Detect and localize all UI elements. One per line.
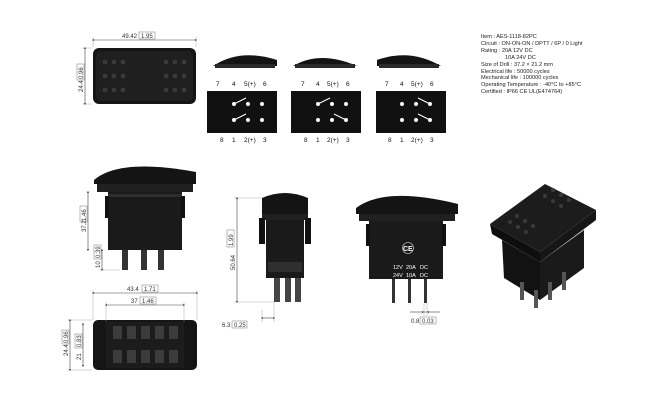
ce-mark: CE <box>403 246 413 253</box>
dim-terminal-length: 10 <box>96 261 102 268</box>
pin-bottom-2: 2(+) <box>411 137 423 144</box>
position-view-1: 7 4 5(+) 6 8 1 2(+) 3 <box>207 55 277 144</box>
label-20a: 20A <box>406 265 416 271</box>
dim-side-height-in: 1.46 <box>82 209 88 221</box>
spec-circuit: Circuit : ON-ON-ON / DPTT / 6P / 0 Light <box>481 40 583 47</box>
front-view: 50.64 1.99 6.3 0.25 <box>222 193 311 329</box>
pin-top-7: 7 <box>216 81 220 88</box>
pin-bottom-1: 1 <box>316 137 320 144</box>
dim-bottom-inner-height-in: 0.83 <box>77 335 83 347</box>
spec-mechanical-life: Mechanical life : 100000 cycles <box>481 75 559 82</box>
pin-top-5: 5(+) <box>327 81 339 88</box>
labeled-side-view: CE 12V 20A DC 24V 10A DC 0.8 0.03 <box>356 195 458 325</box>
side-view: 37.2 1.46 10 0.39 <box>79 166 196 272</box>
pin-top-6: 6 <box>263 81 267 88</box>
pin-top-7: 7 <box>301 81 305 88</box>
label-12v: 12V <box>393 265 403 271</box>
pin-top-6: 6 <box>346 81 350 88</box>
pin-top-4: 4 <box>232 81 236 88</box>
pin-top-5: 5(+) <box>411 81 423 88</box>
dim-bottom-height: 24.4 <box>64 344 70 356</box>
dim-bottom-width-in: 1.71 <box>144 287 156 293</box>
pin-bottom-2: 2(+) <box>327 137 339 144</box>
dim-top-height: 24.4 <box>79 80 85 92</box>
pin-top-4: 4 <box>316 81 320 88</box>
dim-terminal-length-in: 0.39 <box>96 246 102 258</box>
pin-bottom-3: 3 <box>346 137 350 144</box>
pin-bottom-1: 1 <box>400 137 404 144</box>
position-view-2: 7 4 5(+) 6 8 1 2(+) 3 <box>291 58 361 144</box>
pin-bottom-3: 3 <box>430 137 434 144</box>
pin-bottom-8: 8 <box>304 137 308 144</box>
spec-rating: Rating : 20A 12V DC <box>481 47 533 54</box>
label-10a: 10A <box>406 273 416 279</box>
label-24v: 24V <box>393 273 403 279</box>
dim-terminal-thickness: 0.8 <box>411 319 420 325</box>
dim-top-height-in: 0.96 <box>79 67 85 79</box>
pin-top-5: 5(+) <box>244 81 256 88</box>
dim-bottom-inner: 37 <box>131 299 138 305</box>
dim-top-width-in: 1.95 <box>141 34 153 40</box>
spec-panel: Item : AES-1118-82PC Circuit : ON-ON-ON … <box>481 34 646 96</box>
dim-terminal-offset-in: 0.25 <box>234 323 246 329</box>
dim-side-height: 37.2 <box>82 220 88 232</box>
dim-terminal-thickness-in: 0.03 <box>422 319 434 325</box>
pin-bottom-3: 3 <box>263 137 267 144</box>
pin-bottom-8: 8 <box>220 137 224 144</box>
label-dc-2: DC <box>420 273 428 279</box>
pin-bottom-8: 8 <box>388 137 392 144</box>
pin-top-4: 4 <box>400 81 404 88</box>
spec-item: Item : AES-1118-82PC <box>481 34 537 40</box>
spec-electrical-life: Electrical life : 50000 cycles <box>481 68 550 75</box>
bottom-view: 43.4 1.71 37 1.46 24.4 0.96 21 0.83 <box>61 284 199 372</box>
pin-bottom-1: 1 <box>232 137 236 144</box>
dim-terminal-offset: 6.3 <box>222 323 231 329</box>
dim-front-height: 50.64 <box>231 254 237 270</box>
dim-bottom-width: 43.4 <box>127 287 139 293</box>
pin-top-6: 6 <box>430 81 434 88</box>
label-dc-1: DC <box>420 265 428 271</box>
pin-bottom-2: 2(+) <box>244 137 256 144</box>
dim-bottom-inner-in: 1.46 <box>142 299 154 305</box>
isometric-view <box>490 184 596 308</box>
dim-top-width: 49.42 <box>122 34 138 40</box>
spec-temperature: Operating Temperature : -40°C to +85°C <box>481 82 581 89</box>
dim-bottom-inner-height: 21 <box>77 353 83 360</box>
position-view-3: 7 4 5(+) 6 8 1 2(+) 3 <box>376 55 446 144</box>
spec-certified: Certified : IP66 CE UL(E474764) <box>481 89 563 96</box>
spec-drill: Size of Drill : 37.2 × 21.2 mm <box>481 61 553 68</box>
top-view: 49.42 1.95 24.4 0.96 <box>76 31 198 106</box>
spec-rating-2: 10A 24V DC <box>505 54 536 61</box>
dim-front-height-in: 1.99 <box>229 234 235 246</box>
dim-bottom-height-in: 0.96 <box>64 331 70 343</box>
pin-top-7: 7 <box>385 81 389 88</box>
